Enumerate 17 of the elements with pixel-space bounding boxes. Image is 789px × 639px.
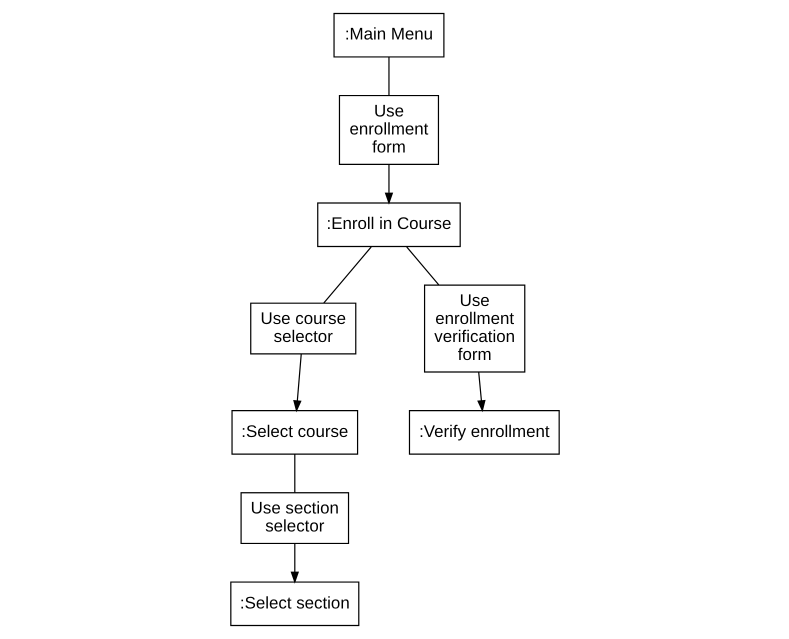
arrow <box>384 164 393 205</box>
node-box: Use course selector <box>250 302 356 354</box>
connector <box>294 454 295 492</box>
arrow <box>292 354 302 412</box>
node-box: Use enrollment form <box>338 94 439 165</box>
node-box: :Verify enrollment <box>408 410 560 455</box>
node-box: Use enrollment verification form <box>423 284 525 373</box>
node-box: :Select section <box>230 581 359 626</box>
arrow <box>290 544 299 584</box>
node-box: Use section selector <box>240 492 349 544</box>
node-box: :Enroll in Course <box>316 202 460 248</box>
arrow <box>476 372 486 412</box>
connector <box>388 57 390 96</box>
node-box: :Main Menu <box>332 12 444 58</box>
connector <box>406 246 439 286</box>
connector <box>322 246 372 304</box>
node-box: :Select course <box>230 410 358 455</box>
